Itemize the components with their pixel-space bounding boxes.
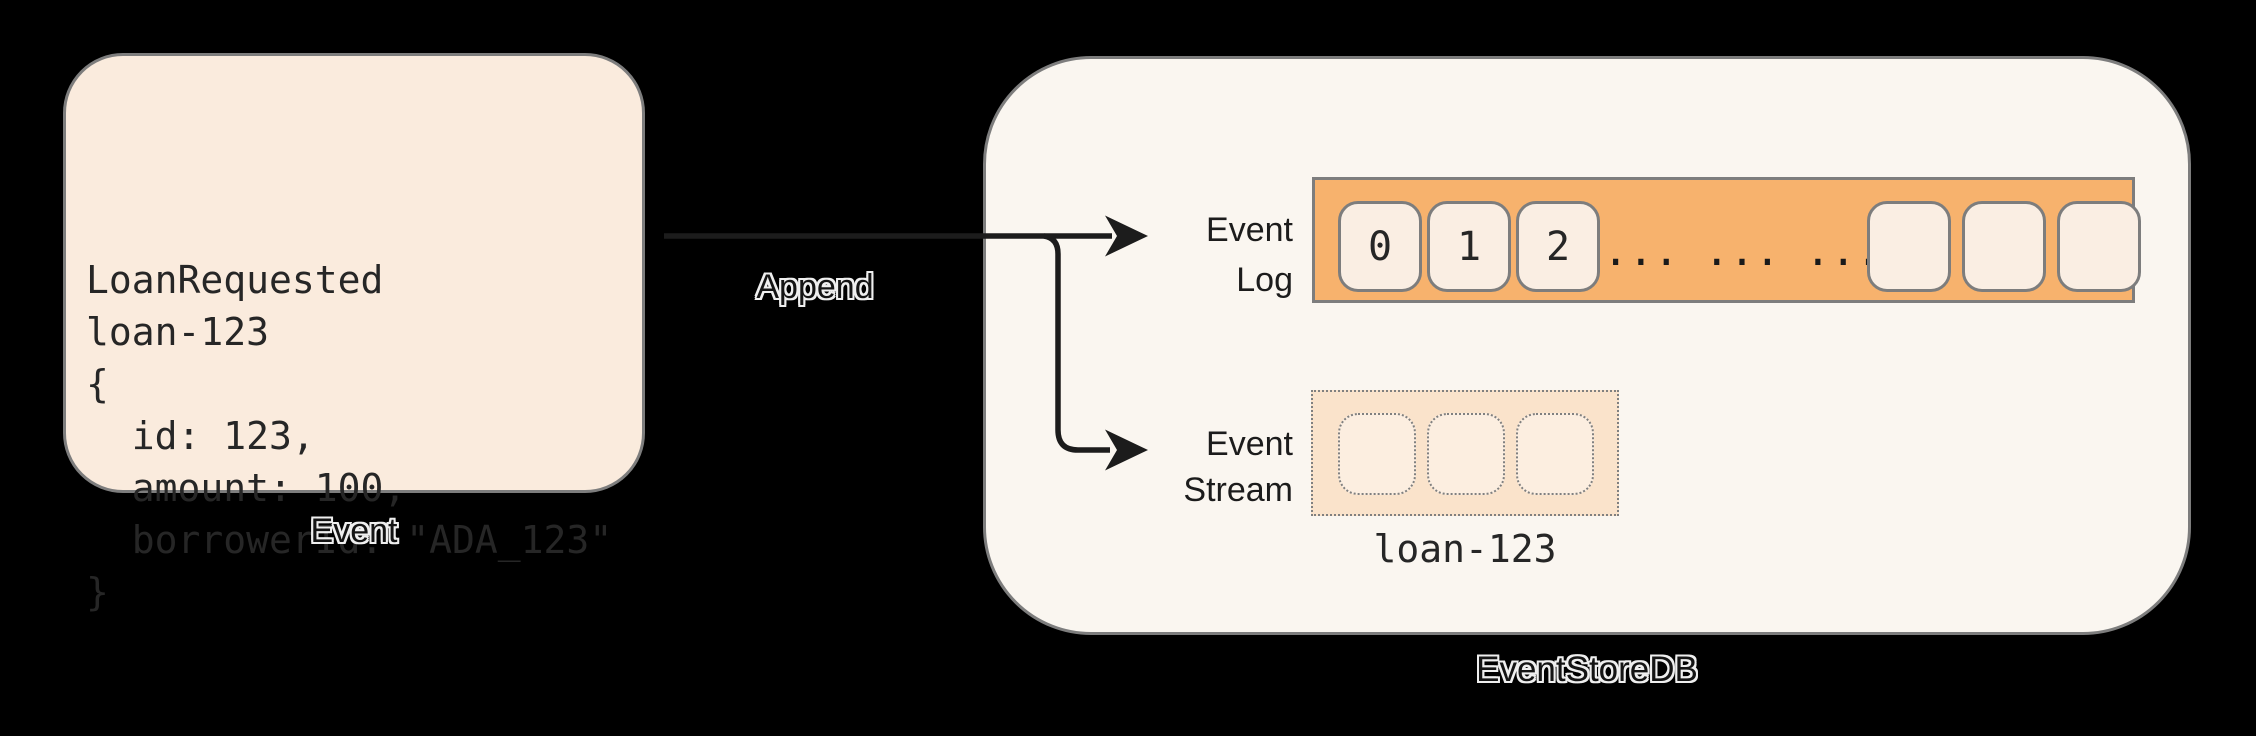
event-card: LoanRequested loan-123 { id: 123, amount: … — [63, 53, 645, 614]
code-line: id: 123, — [86, 414, 315, 458]
eventstoredb-caption: EventStoreDB — [1476, 650, 1698, 689]
code-line: borrowerId: "ADA_123" — [86, 518, 613, 562]
event-log-cell: 1 — [1427, 201, 1511, 292]
event-log-empty-cell — [1962, 201, 2046, 292]
event-stream-cell — [1427, 413, 1505, 495]
stream-id-label: loan-123 — [1373, 527, 1557, 571]
event-code-block: LoanRequested loan-123 { id: 123, amount: … — [86, 98, 612, 618]
code-line: LoanRequested — [86, 258, 384, 302]
append-arrow-label: Append — [756, 268, 874, 306]
event-log-ellipsis: ... ... ... — [1603, 226, 1882, 275]
event-log-cell: 0 — [1338, 201, 1422, 292]
event-log-label-line2: Log — [1236, 261, 1293, 299]
code-line: amount: 100, — [86, 466, 407, 510]
event-stream-label-line1: Event — [1206, 425, 1293, 463]
event-log-cell: 2 — [1516, 201, 1600, 292]
event-log-label: Event Log — [1083, 205, 1293, 305]
event-log-label-line1: Event — [1206, 211, 1293, 249]
code-line: { — [86, 362, 109, 406]
event-stream-label: Event Stream — [1083, 421, 1293, 513]
event-stream-label-line2: Stream — [1183, 471, 1293, 509]
event-stream-cell — [1516, 413, 1594, 495]
event-caption: Event — [310, 512, 398, 550]
event-log-empty-cells — [1867, 201, 2141, 292]
code-line: loan-123 — [86, 310, 270, 354]
event-stream-cell — [1338, 413, 1416, 495]
event-stream-cells — [1338, 413, 1594, 495]
event-log-empty-cell — [1867, 201, 1951, 292]
event-stream-box — [1311, 390, 1619, 516]
code-line: } — [86, 570, 109, 614]
event-log-empty-cell — [2057, 201, 2141, 292]
